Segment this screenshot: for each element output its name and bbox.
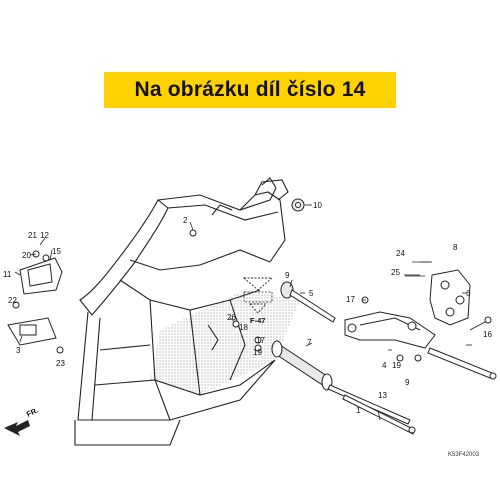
bolt-2 [189, 229, 197, 237]
front-direction-indicator: FR. [4, 406, 40, 436]
reference-f47: F-47 [242, 277, 274, 325]
part-number-banner: Na obrázku díl číslo 14 [104, 72, 396, 108]
collar-7 [273, 344, 331, 387]
callout-21: 21 [28, 231, 37, 240]
bolt-14 [427, 347, 493, 379]
diagram-code: K53F42003 [448, 452, 480, 458]
shaft-5 [289, 289, 336, 323]
callout-2: 2 [183, 216, 188, 225]
callout-6: 6 [466, 289, 471, 298]
callout-8: 8 [453, 243, 458, 252]
callout-19-right: 19 [392, 361, 401, 370]
main-frame [74, 177, 300, 446]
bolt-1 [327, 384, 411, 425]
callout-22: 22 [8, 296, 17, 305]
callout-7: 7 [307, 338, 312, 347]
callout-1: 1 [356, 406, 361, 415]
callout-9-lower: 9 [405, 378, 410, 387]
callout-15: 15 [52, 247, 61, 256]
link-assembly [344, 261, 497, 380]
callout-18: 18 [239, 323, 248, 332]
front-arrow-icon [4, 420, 30, 436]
upper-fasteners [189, 198, 310, 352]
banner-text: Na obrázku díl číslo 14 [134, 78, 366, 101]
callout-5: 5 [309, 289, 314, 298]
hanger-link-4 [344, 311, 436, 349]
callout-16: 16 [483, 330, 492, 339]
callout-numbers: 1 2 3 4 5 6 7 8 9 9 10 11 12 13 15 16 17… [3, 201, 492, 415]
callout-17-upper: 17 [346, 295, 355, 304]
callout-17-lower: 17 [256, 336, 265, 345]
callout-20: 20 [22, 251, 31, 260]
leader-lines [14, 204, 486, 421]
left-bracket-group [7, 249, 64, 354]
bracket-8 [429, 269, 471, 326]
callout-12: 12 [40, 231, 49, 240]
callout-4: 4 [382, 361, 387, 370]
callout-11: 11 [3, 270, 12, 279]
callout-9-upper: 9 [285, 271, 290, 280]
callout-3: 3 [16, 346, 21, 355]
frame-shading [150, 290, 300, 395]
callout-10: 10 [313, 201, 322, 210]
callout-23: 23 [56, 359, 65, 368]
callout-26: 26 [227, 313, 236, 322]
callout-24: 24 [396, 249, 405, 258]
reference-label: F-47 [250, 316, 265, 325]
callout-19-left: 19 [253, 348, 262, 357]
callout-25: 25 [391, 268, 400, 277]
pivot-shafts [271, 281, 416, 435]
callout-13: 13 [378, 391, 387, 400]
direction-label: FR. [25, 406, 40, 419]
